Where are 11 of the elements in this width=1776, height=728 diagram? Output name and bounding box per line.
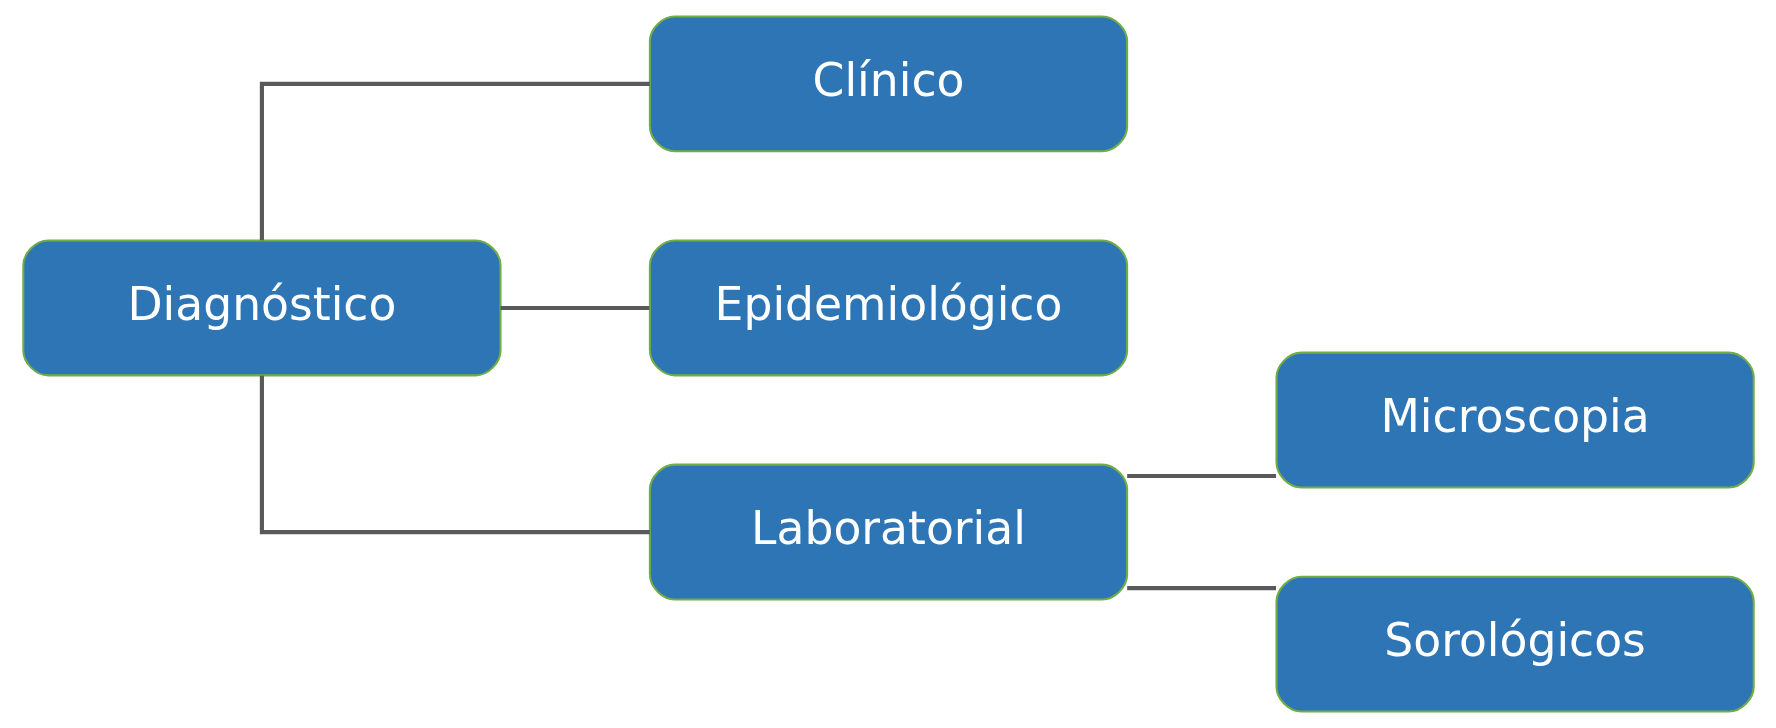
- node-box: Clínico: [648, 15, 1128, 153]
- node-box: Diagnóstico: [21, 239, 502, 377]
- connector: [1126, 586, 1276, 591]
- connector: [259, 81, 650, 241]
- node-box: Epidemiológico: [648, 239, 1128, 377]
- connector: [500, 305, 649, 311]
- connector: [259, 375, 650, 535]
- connector: [1126, 473, 1276, 479]
- node-box: Microscopia: [1274, 351, 1755, 489]
- node-box: Laboratorial: [648, 463, 1128, 601]
- node-box: Sorológicos: [1274, 575, 1755, 713]
